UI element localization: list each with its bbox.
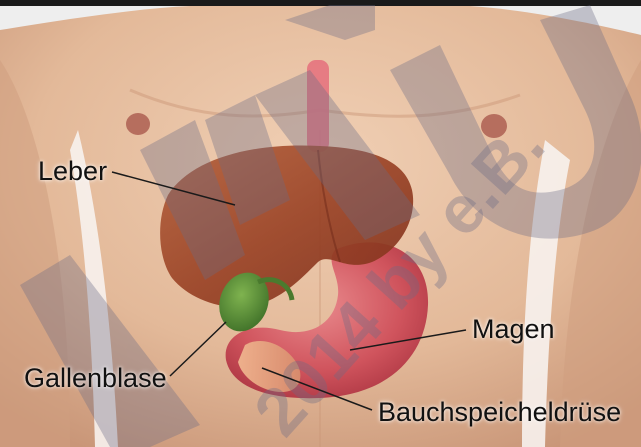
label-liver: Leber [38,158,107,185]
label-gallbladder: Gallenblase [24,365,167,392]
label-stomach: Magen [472,316,555,343]
label-pancreas: Bauchspeicheldrüse [378,399,621,426]
left-nipple [126,113,150,135]
